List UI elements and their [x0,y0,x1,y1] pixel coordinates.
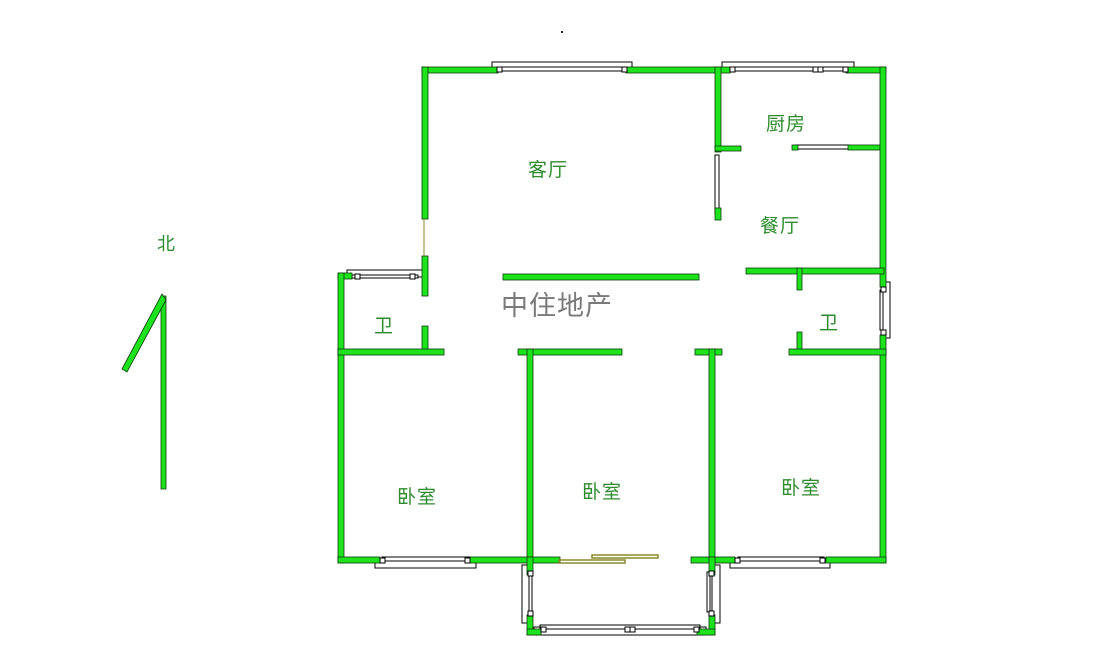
room-label-living-room: 客厅 [528,159,569,181]
window-posts [354,66,887,633]
room-label-dining-room: 餐厅 [760,215,801,237]
watermark-text: 中住地产 [501,291,613,322]
walls [337,66,887,636]
room-label-bathroom-east: 卫 [819,312,840,334]
windows [346,61,891,636]
room-label-bathroom-west: 卫 [374,315,395,337]
sliding-door [558,554,659,564]
compass-label: 北 [157,234,176,255]
room-label-bedroom-east: 卧室 [781,477,822,499]
stray-dot [561,31,563,33]
room-label-kitchen: 厨房 [766,113,807,135]
room-label-bedroom-west: 卧室 [397,486,438,508]
north-arrow-icon [121,293,167,490]
room-label-bedroom-center: 卧室 [582,481,623,503]
